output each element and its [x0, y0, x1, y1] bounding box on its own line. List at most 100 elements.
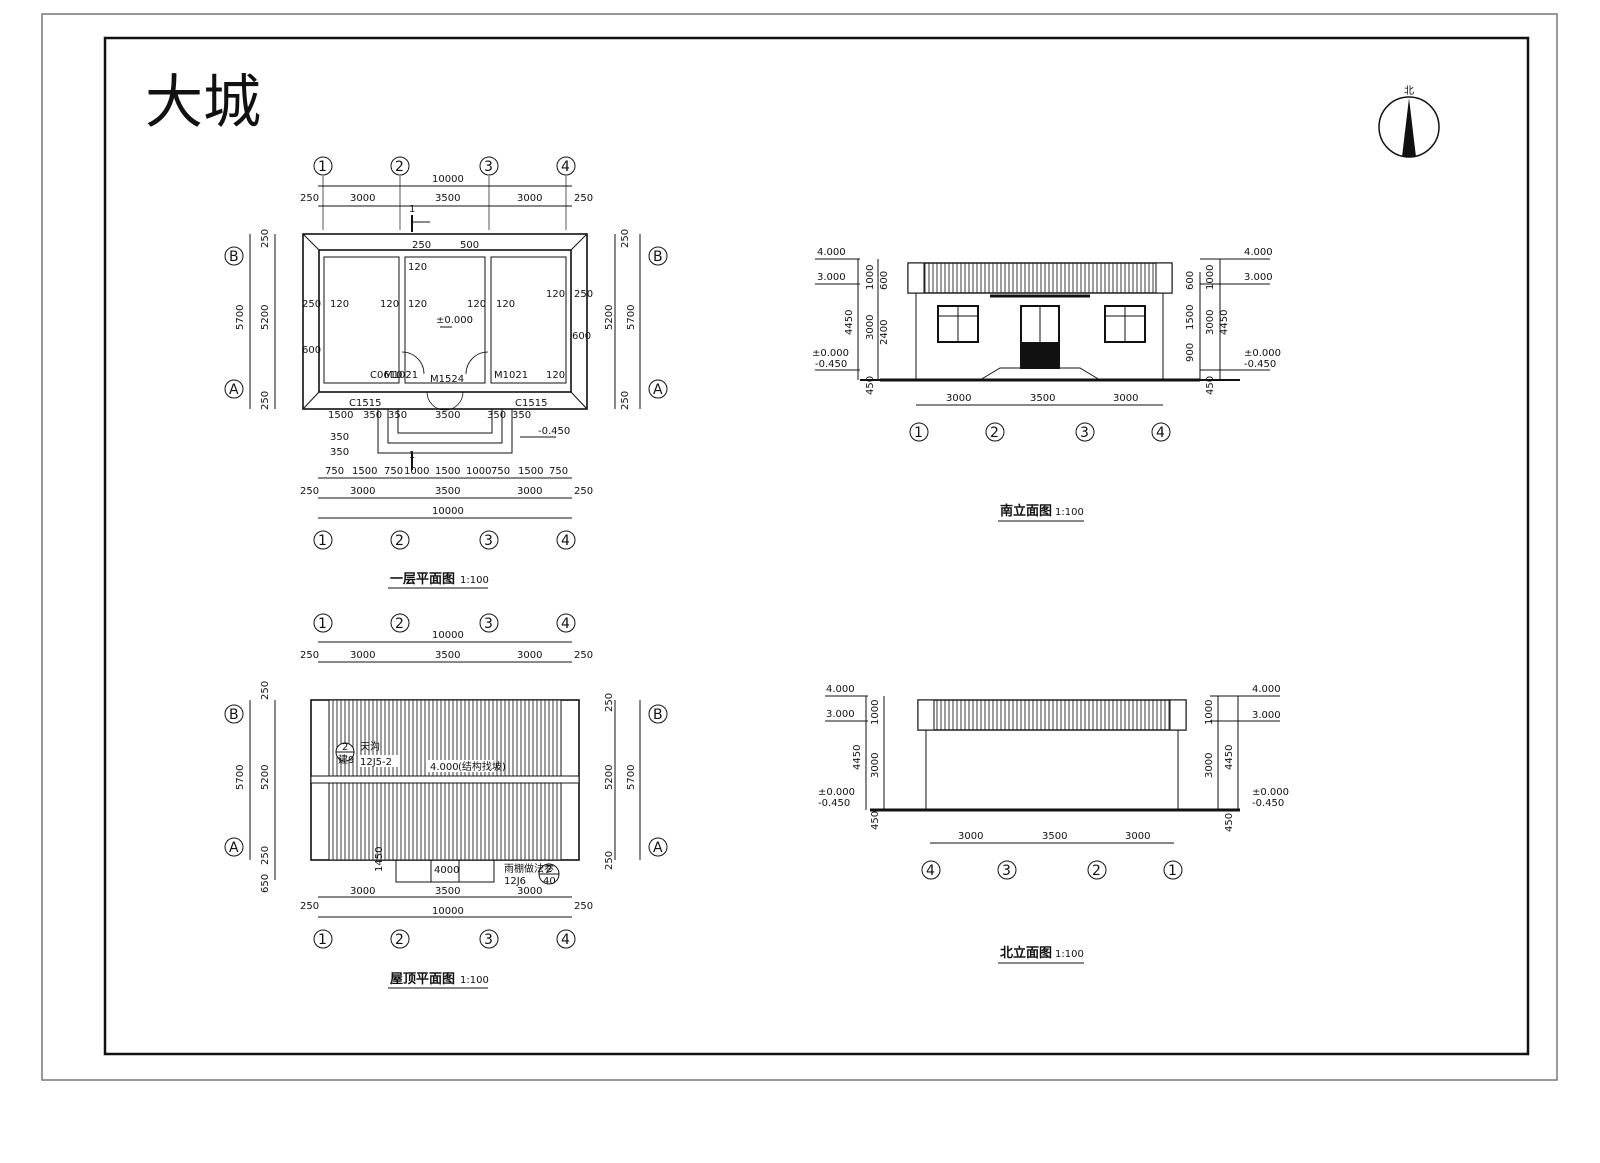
svg-text:250: 250 — [260, 681, 271, 700]
svg-text:2: 2 — [395, 533, 404, 549]
svg-text:3000: 3000 — [1113, 393, 1138, 404]
svg-text:1000: 1000 — [1205, 265, 1216, 290]
svg-text:120: 120 — [330, 299, 349, 310]
svg-text:3500: 3500 — [1030, 393, 1055, 404]
svg-text:3: 3 — [484, 533, 493, 549]
south-title: 南立面图 — [1000, 503, 1052, 519]
svg-text:600: 600 — [879, 271, 890, 290]
svg-text:1: 1 — [318, 932, 327, 948]
svg-text:A: A — [229, 382, 239, 398]
svg-text:120: 120 — [546, 370, 565, 381]
svg-text:5200: 5200 — [260, 765, 271, 790]
svg-text:250: 250 — [260, 391, 271, 410]
svg-text:3000: 3000 — [350, 486, 375, 497]
north-axis: 4 3 2 1 — [921, 860, 1183, 880]
svg-text:900: 900 — [1185, 343, 1196, 362]
svg-text:2: 2 — [395, 616, 404, 632]
svg-text:3000: 3000 — [350, 193, 375, 204]
svg-text:B: B — [229, 249, 239, 265]
svg-text:3500: 3500 — [435, 193, 460, 204]
detail-ref-1: 2 建9 天沟 12J5-2 — [335, 740, 400, 768]
svg-text:4450: 4450 — [1224, 745, 1235, 770]
outer-border — [41, 13, 1558, 1081]
svg-text:3500: 3500 — [435, 486, 460, 497]
svg-text:10000: 10000 — [432, 174, 464, 185]
svg-text:250: 250 — [574, 901, 593, 912]
svg-text:1: 1 — [914, 425, 923, 441]
plan-scale: 1:100 — [460, 575, 489, 586]
svg-text:12J5-2: 12J5-2 — [360, 757, 392, 768]
svg-text:350: 350 — [363, 410, 382, 421]
svg-text:450: 450 — [1205, 376, 1216, 395]
svg-text:4450: 4450 — [852, 745, 863, 770]
roof-axis-top: 1 2 3 4 — [313, 613, 576, 633]
svg-text:天沟: 天沟 — [360, 740, 380, 753]
svg-text:3500: 3500 — [1042, 831, 1067, 842]
svg-text:-0.450: -0.450 — [818, 798, 850, 809]
svg-text:C0610: C0610 — [370, 370, 402, 381]
svg-text:±0.000: ±0.000 — [1244, 348, 1281, 359]
svg-text:4: 4 — [561, 932, 570, 948]
svg-text:750: 750 — [491, 466, 510, 477]
svg-text:3: 3 — [484, 159, 493, 175]
svg-text:120: 120 — [546, 289, 565, 300]
svg-text:250: 250 — [574, 289, 593, 300]
svg-text:250: 250 — [300, 650, 319, 661]
svg-text:1000: 1000 — [865, 265, 876, 290]
svg-text:雨棚做法参: 雨棚做法参 — [504, 862, 554, 875]
svg-text:3.000: 3.000 — [826, 709, 855, 720]
svg-text:3000: 3000 — [870, 753, 881, 778]
svg-text:4.000: 4.000 — [817, 247, 846, 258]
svg-text:M1021: M1021 — [384, 370, 418, 381]
svg-text:350: 350 — [487, 410, 506, 421]
svg-text:250: 250 — [574, 486, 593, 497]
svg-text:2: 2 — [546, 864, 552, 875]
svg-text:4450: 4450 — [1219, 310, 1230, 335]
svg-text:500: 500 — [460, 240, 479, 251]
svg-text:1000: 1000 — [1204, 700, 1215, 725]
svg-text:±0.000: ±0.000 — [818, 787, 855, 798]
south-levels-right: 4.000 3.000 ±0.000 -0.450 600 1500 900 1… — [1185, 247, 1281, 395]
south-levels-left: 4.000 3.000 ±0.000 -0.450 4450 1000 3000… — [812, 247, 890, 395]
svg-text:5200: 5200 — [604, 765, 615, 790]
svg-text:1500: 1500 — [352, 466, 377, 477]
inner-border — [103, 36, 1530, 1056]
svg-text:3.000: 3.000 — [1244, 272, 1273, 283]
north-scale: 1:100 — [1055, 949, 1084, 960]
svg-text:-0.450: -0.450 — [538, 426, 570, 437]
svg-text:450: 450 — [1224, 813, 1235, 832]
svg-text:120: 120 — [467, 299, 486, 310]
svg-text:350: 350 — [388, 410, 407, 421]
plan-axis-top: 1 2 3 4 — [313, 156, 576, 176]
svg-text:600: 600 — [302, 345, 321, 356]
svg-text:10000: 10000 — [432, 630, 464, 641]
svg-text:C1515: C1515 — [515, 398, 547, 409]
svg-text:250: 250 — [260, 846, 271, 865]
roof-scale: 1:100 — [460, 975, 489, 986]
svg-text:650: 650 — [260, 874, 271, 893]
svg-text:250: 250 — [620, 391, 631, 410]
svg-text:450: 450 — [870, 811, 881, 830]
floor-plan: 1 2 3 4 10000 250 3000 3500 3000 250 1 — [224, 156, 668, 589]
svg-text:10000: 10000 — [432, 506, 464, 517]
svg-text:5200: 5200 — [604, 305, 615, 330]
svg-text:350: 350 — [330, 447, 349, 458]
roof-title: 屋顶平面图 — [390, 972, 455, 987]
svg-text:3500: 3500 — [435, 410, 460, 421]
north-elevation: 4.000 3.000 ±0.000 -0.450 4450 1000 3000… — [818, 684, 1289, 964]
svg-text:1: 1 — [318, 533, 327, 549]
north-arrow-label: 北 — [1404, 85, 1414, 97]
svg-text:A: A — [653, 382, 663, 398]
svg-text:600: 600 — [572, 331, 591, 342]
svg-text:3: 3 — [1080, 425, 1089, 441]
svg-text:2: 2 — [1092, 863, 1101, 879]
svg-text:3000: 3000 — [350, 886, 375, 897]
svg-text:B: B — [229, 707, 239, 723]
north-arrow-icon: 北 — [1378, 85, 1440, 158]
svg-text:4: 4 — [1156, 425, 1165, 441]
svg-text:3: 3 — [484, 932, 493, 948]
svg-text:3000: 3000 — [865, 315, 876, 340]
svg-text:B: B — [653, 707, 663, 723]
svg-text:12J6: 12J6 — [504, 876, 526, 887]
